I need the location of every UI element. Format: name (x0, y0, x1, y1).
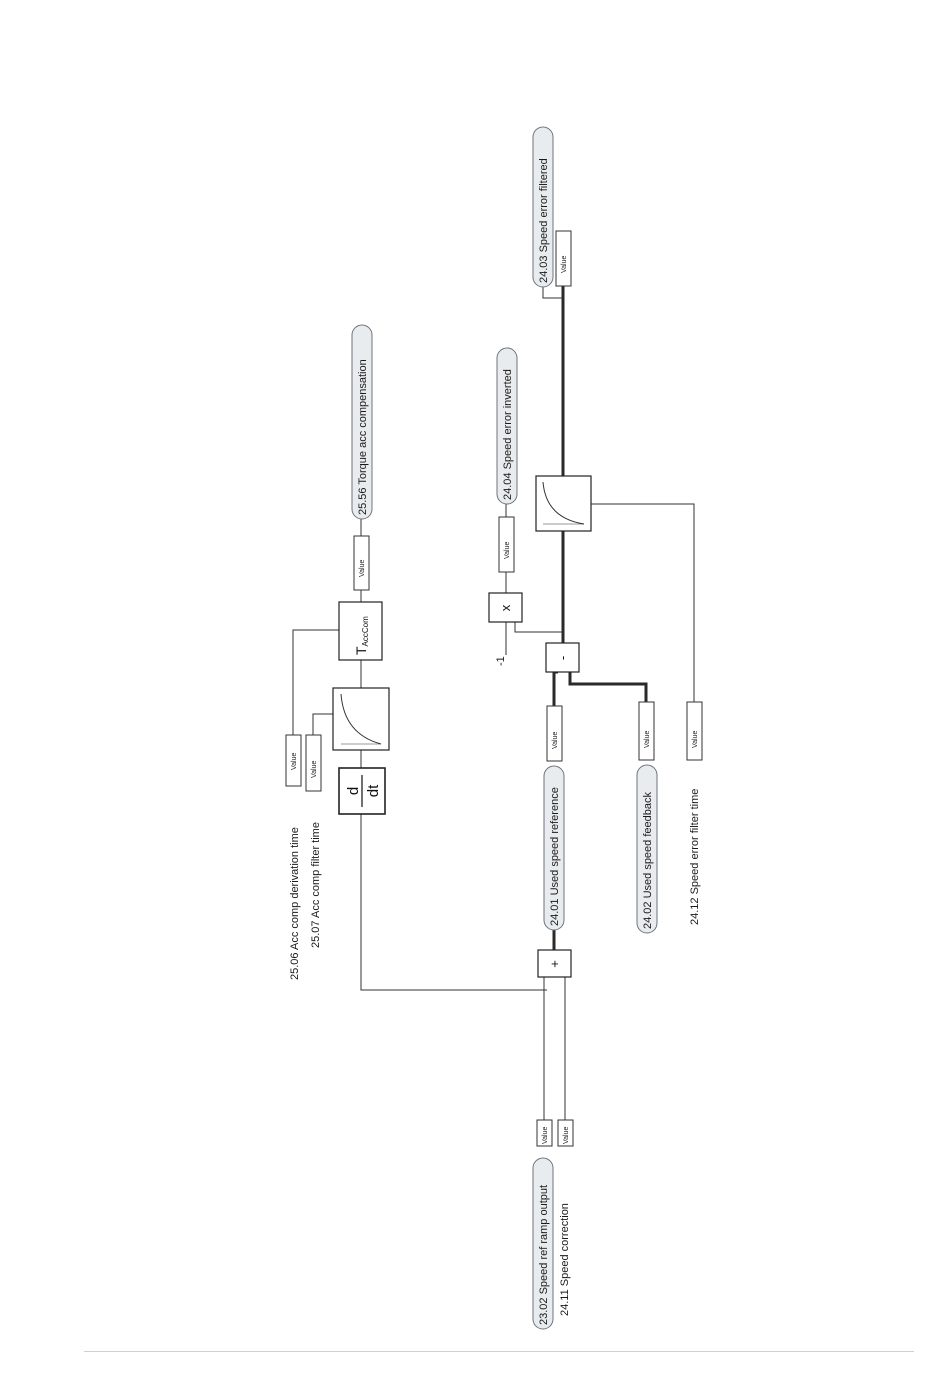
svg-text:Value: Value (542, 1127, 549, 1144)
constant-minus-one: -1 (495, 656, 507, 666)
svg-text:Value: Value (311, 761, 318, 778)
svg-text:24.04 Speed error inverted: 24.04 Speed error inverted (502, 369, 514, 500)
signal-used-speed-feedback: 24.02 Used speed feedback (636, 764, 658, 934)
subtract-block: - (545, 642, 580, 673)
svg-text:dt: dt (365, 784, 382, 797)
value-box-speed-error-inverted: Value (498, 516, 515, 573)
value-box-speed-correction: Value (557, 1119, 574, 1147)
svg-text:23.02 Speed ref ramp output: 23.02 Speed ref ramp output (538, 1185, 550, 1325)
signal-speed-error-inverted: 24.04 Speed error inverted (496, 347, 518, 505)
svg-text:Value: Value (504, 542, 511, 559)
value-box-speed-ref-ramp-output: Value (536, 1119, 553, 1147)
value-box-used-speed-feedback: Value (638, 701, 655, 761)
footer-divider (84, 1351, 914, 1352)
svg-text:-: - (555, 656, 570, 660)
value-box-speed-error-filtered: Value (555, 230, 572, 287)
svg-text:Value: Value (563, 1127, 570, 1144)
acc-comp-filter-block (332, 687, 390, 751)
derivative-block: d dt (338, 767, 386, 815)
label-speed-correction: 24.11 Speed correction (559, 1203, 571, 1316)
sum-block: + (537, 949, 572, 978)
label-acc-comp-filter-time: 25.07 Acc comp filter time (310, 822, 322, 948)
svg-text:24.02 Used speed feedback: 24.02 Used speed feedback (642, 792, 654, 929)
svg-text:25.56 Torque acc compensation: 25.56 Torque acc compensation (357, 359, 369, 515)
value-box-acc-comp-filter-time: Value (305, 734, 322, 792)
thick-wires (552, 286, 648, 950)
svg-text:Value: Value (692, 731, 699, 748)
svg-text:Value: Value (291, 753, 298, 770)
svg-text:24.03 Speed error filtered: 24.03 Speed error filtered (538, 158, 550, 283)
value-box-torque-acc-compensation: Value (353, 535, 370, 591)
signal-torque-acc-compensation: 25.56 Torque acc compensation (351, 324, 373, 520)
value-box-used-speed-reference: Value (546, 705, 563, 762)
svg-text:TAccCom: TAccCom (353, 616, 370, 655)
svg-text:Value: Value (561, 256, 568, 273)
svg-text:d: d (345, 787, 362, 795)
signal-used-speed-reference: 24.01 Used speed reference (543, 765, 565, 931)
signal-speed-ref-ramp-output: 23.02 Speed ref ramp output (532, 1157, 554, 1330)
value-box-speed-error-filter-time: Value (686, 701, 703, 761)
svg-text:Value: Value (359, 560, 366, 577)
svg-text:x: x (498, 604, 513, 611)
label-speed-error-filter-time: 24.12 Speed error filter time (689, 789, 701, 925)
multiply-block: x (488, 592, 523, 623)
value-box-acc-comp-derivation-time: Value (285, 734, 302, 787)
torque-acc-comp-block: TAccCom (338, 601, 383, 661)
thin-wires (292, 286, 695, 1120)
svg-text:Value: Value (644, 731, 651, 748)
speed-error-filter-block (535, 475, 592, 532)
label-acc-comp-derivation-time: 25.06 Acc comp derivation time (289, 827, 301, 980)
signal-speed-error-filtered: 24.03 Speed error filtered (532, 126, 554, 288)
svg-text:24.01 Used speed reference: 24.01 Used speed reference (549, 787, 561, 926)
svg-text:+: + (547, 960, 562, 968)
svg-text:Value: Value (552, 732, 559, 749)
